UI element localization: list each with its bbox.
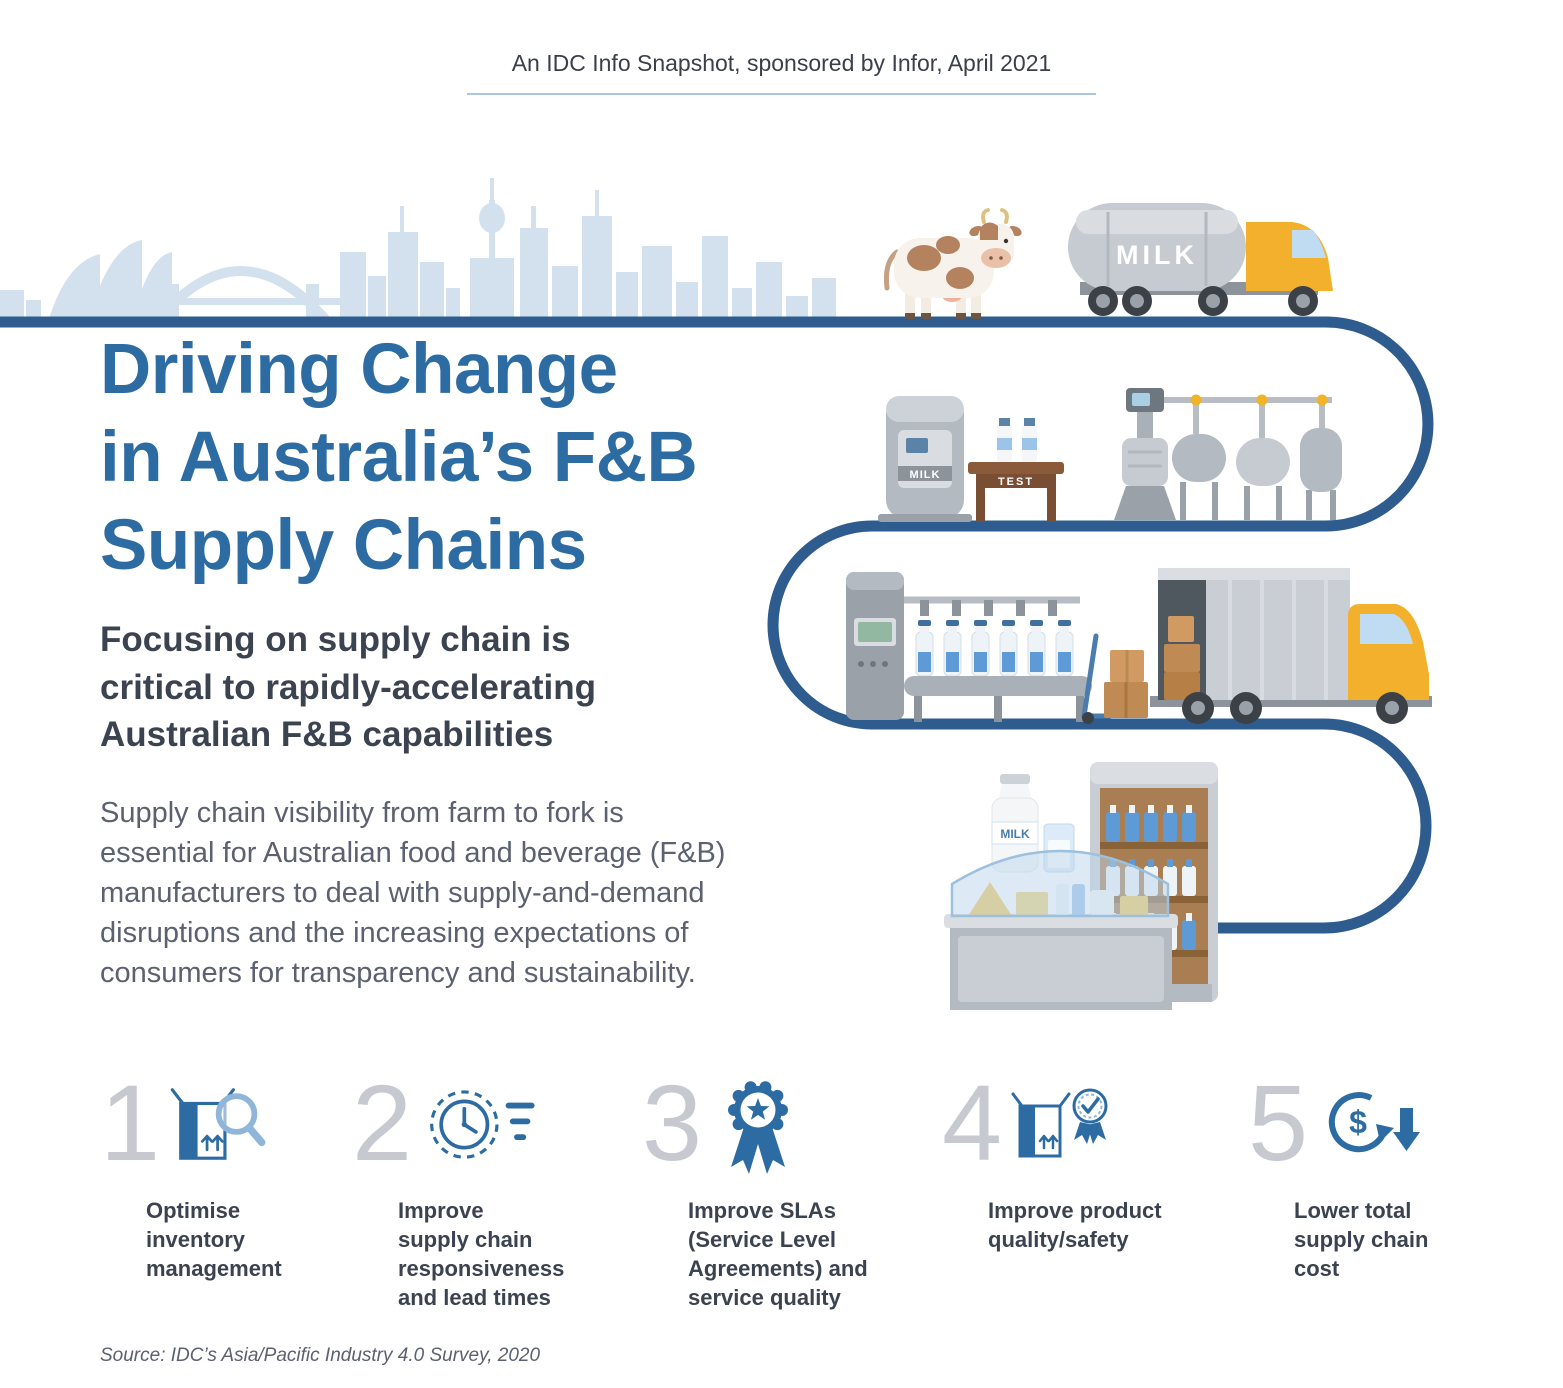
clock-responsiveness-icon — [430, 1090, 535, 1159]
milk-vat-icon: MILK — [878, 396, 972, 522]
svg-text:$: $ — [1349, 1104, 1367, 1140]
title-block: Driving Change in Australia’s F&B Supply… — [100, 326, 940, 993]
benefit-number: 1 — [100, 1062, 161, 1183]
benefit-label: Improve product quality/safety — [988, 1198, 1162, 1253]
header-banner: An IDC Info Snapshot, sponsored by Infor… — [0, 50, 1563, 95]
test-table-icon: TEST — [968, 418, 1064, 522]
deli-counter-icon — [944, 849, 1178, 1010]
dollar-decrease-icon: $ — [1328, 1092, 1421, 1153]
intro-paragraph: Supply chain visibility from farm to for… — [100, 796, 726, 989]
benefit-label: Optimise inventory management — [146, 1198, 282, 1282]
benefit-number: 3 — [642, 1062, 703, 1183]
page-title: Driving Change in Australia’s F&B Supply… — [100, 330, 698, 586]
benefit-item-5: 5 $ Lower total supply chain cost — [1248, 1062, 1493, 1283]
quality-check-icon — [1011, 1088, 1108, 1158]
benefit-item-4: 4 Improve product quality/safety — [942, 1062, 1227, 1254]
milk-bottle-icon: MILK — [991, 774, 1075, 873]
benefit-item-1: 1 Optimise inventory management — [100, 1062, 345, 1283]
svg-text:MILK: MILK — [910, 469, 941, 481]
benefit-number: 4 — [942, 1062, 1003, 1183]
benefit-label: Lower total supply chain cost — [1294, 1198, 1429, 1282]
benefit-label: Improve supply chain responsiveness and … — [398, 1198, 565, 1311]
delivery-truck-icon — [1081, 568, 1432, 724]
header-note-text: An IDC Info Snapshot, sponsored by Infor… — [466, 50, 1097, 95]
milk-tanker-truck-icon: MILK — [1068, 203, 1333, 316]
benefit-label: Improve SLAs (Service Level Agreements) … — [688, 1198, 868, 1311]
benefit-item-2: 2 Improve supply chain responsiveness an… — [352, 1062, 614, 1312]
cow-icon — [884, 208, 1022, 319]
benefit-number: 5 — [1248, 1062, 1309, 1183]
svg-text:TEST: TEST — [998, 476, 1034, 488]
bottling-line-icon — [846, 572, 1092, 722]
award-ribbon-icon — [728, 1081, 789, 1174]
source-note: Source: IDC’s Asia/Pacific Industry 4.0 … — [100, 1345, 541, 1366]
processing-equipment-icon — [1114, 388, 1342, 520]
supply-chain-illustration: MILK MILK TEST — [0, 178, 1434, 1010]
supply-chain-path — [0, 316, 1434, 934]
benefit-item-3: 3 Improve SLAs (Service Level Agreements… — [642, 1062, 917, 1312]
benefit-number: 2 — [352, 1062, 413, 1183]
svg-text:MILK: MILK — [1116, 240, 1198, 270]
sydney-skyline-icon — [0, 178, 836, 324]
page-subtitle: Focusing on supply chain is critical to … — [100, 620, 597, 755]
svg-text:MILK: MILK — [1000, 827, 1030, 841]
inventory-search-icon — [170, 1088, 266, 1160]
